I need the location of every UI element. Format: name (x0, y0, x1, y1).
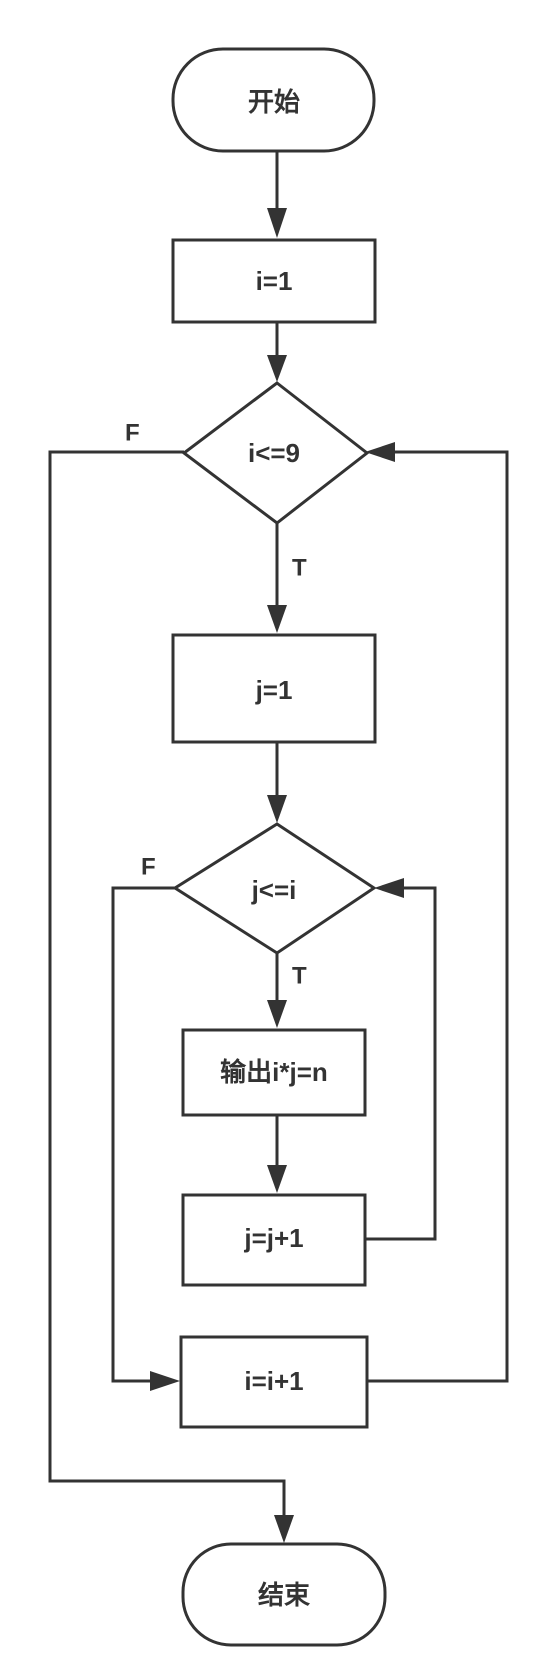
node-output-label: 输出i*j=n (220, 1057, 328, 1087)
node-inc-i-label: i=i+1 (244, 1366, 303, 1396)
node-init-i-label: i=1 (256, 266, 293, 296)
arrowhead (267, 795, 287, 823)
edge-cond-i-false-to-end (48, 450, 286, 1520)
arrowhead (267, 1165, 287, 1193)
node-end: 结束 (181, 1542, 387, 1647)
node-cond-j-label: j<=i (251, 875, 297, 905)
arrowhead (374, 878, 404, 898)
node-init-j-label: j=1 (255, 675, 293, 705)
node-end-label: 结束 (258, 1580, 311, 1610)
label-cond-j-false: F (141, 853, 156, 880)
edge-inc-j-loop-to-cond-j (365, 886, 437, 1241)
edge-inc-i-loop-to-cond-i (367, 450, 509, 1383)
arrowhead (267, 355, 287, 382)
arrowhead (267, 208, 287, 238)
arrowhead (274, 1515, 294, 1543)
arrowhead (267, 1000, 287, 1028)
label-cond-i-false: F (125, 419, 140, 446)
edge-labels: F T F T (125, 419, 307, 989)
node-start: 开始 (171, 47, 376, 153)
node-inc-j-label: j=j+1 (243, 1223, 303, 1253)
edges (48, 151, 509, 1543)
node-inc-j: j=j+1 (181, 1193, 367, 1287)
node-inc-i: i=i+1 (179, 1335, 369, 1429)
arrowhead (150, 1371, 180, 1391)
edge-cond-j-false-to-inc-i (111, 886, 175, 1383)
node-cond-i: i<=9 (181, 381, 370, 525)
node-cond-j: j<=i (172, 822, 377, 955)
arrowhead (267, 605, 287, 633)
arrowhead (365, 442, 395, 462)
node-init-j: j=1 (171, 633, 377, 744)
node-cond-i-label: i<=9 (248, 438, 300, 468)
label-cond-i-true: T (292, 554, 307, 581)
node-init-i: i=1 (171, 238, 377, 324)
label-cond-j-true: T (292, 962, 307, 989)
node-output: 输出i*j=n (181, 1028, 367, 1117)
node-start-label: 开始 (248, 87, 300, 117)
